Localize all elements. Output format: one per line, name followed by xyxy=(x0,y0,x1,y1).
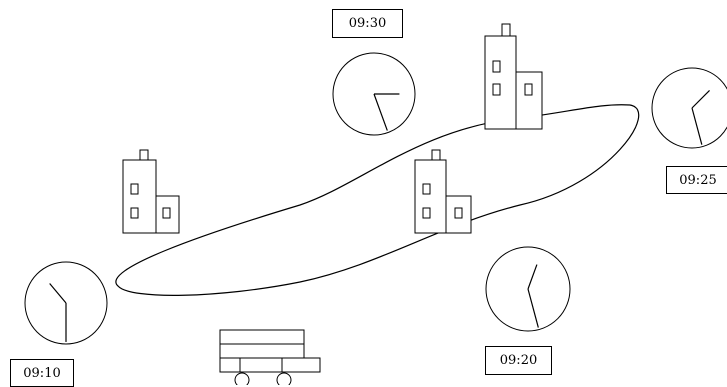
building-icon xyxy=(414,149,472,234)
clock-hand xyxy=(691,107,703,145)
clock-icon xyxy=(332,52,416,136)
clock-icon xyxy=(485,246,571,332)
time-label-0930: 09:30 xyxy=(332,9,403,38)
clock-icon xyxy=(24,261,108,345)
clock-hand xyxy=(527,264,538,290)
clock-icon xyxy=(651,67,727,149)
building-icon xyxy=(484,23,543,130)
clock-hand xyxy=(49,283,67,304)
route-loop xyxy=(115,104,640,296)
cart-icon xyxy=(219,329,321,385)
time-label-0920: 09:20 xyxy=(485,346,552,375)
clock-hand xyxy=(691,90,710,109)
clock-hand xyxy=(527,288,539,328)
time-label-0910: 09:10 xyxy=(10,359,74,387)
clock-hand xyxy=(373,93,388,131)
building-icon xyxy=(122,149,180,234)
time-label-0925: 09:25 xyxy=(666,166,727,194)
